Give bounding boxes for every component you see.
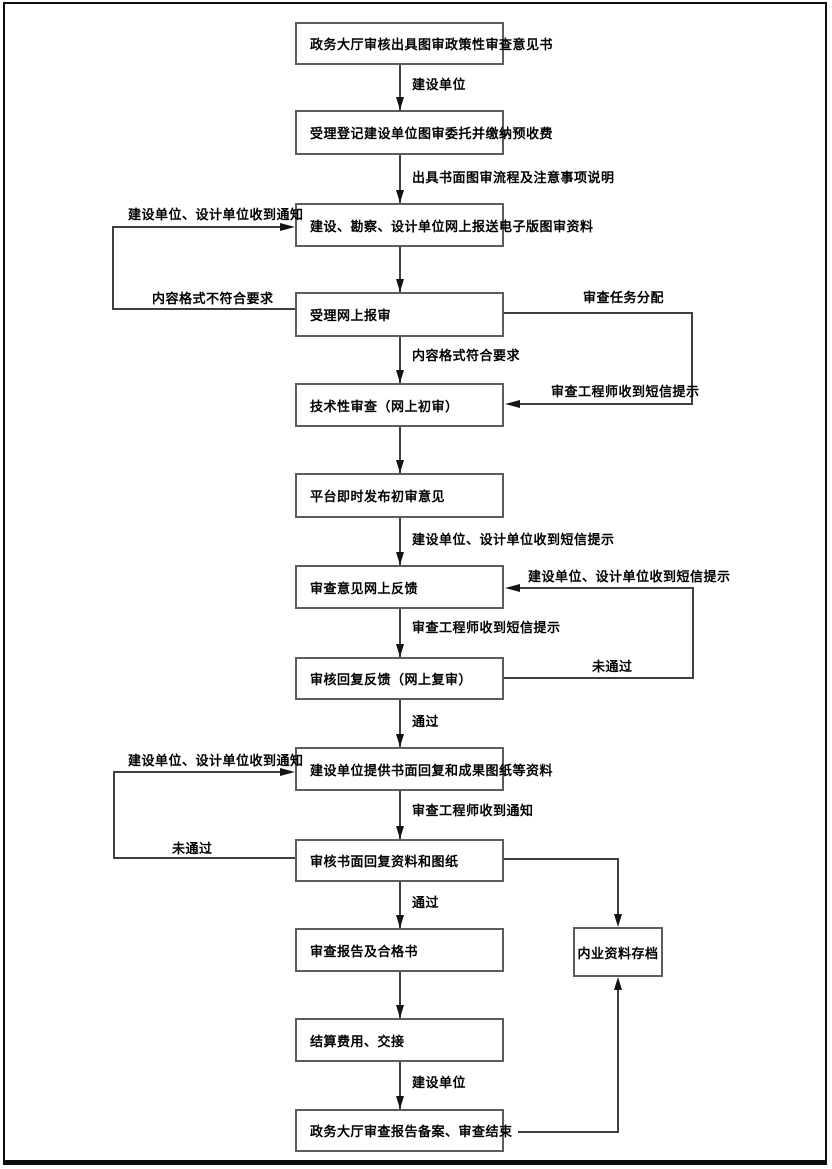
node-opinion-feedback: 审查意见网上反馈 [295,565,504,609]
edge-label-units-notified: 建设单位、设计单位收到通知 [128,208,304,223]
connector-line [518,1131,619,1133]
arrowhead-down [396,915,404,928]
edge-label-format-not-ok: 内容格式不符合要求 [152,292,274,307]
connector-line [399,972,401,1018]
arrowhead-left [505,400,520,408]
connector-line [113,857,295,859]
connector-line [113,771,282,773]
arrowhead-down [614,914,622,927]
arrowhead-down [396,1005,404,1018]
arrowhead-down [396,190,404,203]
arrowhead-right [280,223,295,231]
connector-line [519,587,694,589]
node-label: 政务大厅审查报告备案、审查结束 [310,1125,513,1140]
node-label: 审查报告及合格书 [310,944,419,960]
connector-line [399,427,401,473]
arrowhead-down [396,552,404,565]
node-label: 审查意见网上反馈 [310,581,419,597]
node-label: 结算费用、交接 [310,1034,405,1050]
connector-line [112,226,114,310]
edge-label-pass: 通过 [412,896,440,911]
connector-line [112,308,295,310]
connector-line [504,858,619,860]
arrowhead-down [396,734,404,747]
connector-line [399,791,401,839]
node-label: 审核回复反馈（网上复审） [310,673,473,688]
node-accept-online-review: 受理网上报审 [295,292,504,337]
edge-label-written-process-note: 出具书面图审流程及注意事项说明 [412,171,615,186]
arrowhead-up [614,977,622,990]
node-label: 受理登记建设单位图审委托并缴纳预收费 [310,127,554,142]
connector-line [399,65,401,110]
edge-label-engineer-sms-notice: 审查工程师收到短信提示 [412,621,561,636]
connector-line [112,226,282,228]
connector-line [399,882,401,928]
arrowhead-down [396,1096,404,1109]
node-report-filing-end: 政务大厅审查报告备案、审查结束 [295,1109,512,1152]
connector-line [617,989,619,1133]
edge-label-units-sms-notice: 建设单位、设计单位收到短信提示 [528,570,731,585]
arrowhead-down [396,370,404,383]
edge-label-task-assignment: 审查任务分配 [583,291,665,306]
connector-line [504,312,693,314]
node-policy-opinion: 政务大厅审核出具图审政策性审查意见书 [295,22,553,65]
node-reply-recheck: 审核回复反馈（网上复审） [295,657,504,700]
node-review-report-certificate: 审查报告及合格书 [295,928,504,972]
connector-line [399,518,401,565]
arrowhead-down [396,279,404,292]
arrowhead-down [396,644,404,657]
node-settle-fees-handover: 结算费用、交接 [295,1018,504,1062]
edge-label-units-sms-notice: 建设单位、设计单位收到短信提示 [412,533,615,548]
connector-line [692,587,694,679]
edge-label-engineer-sms-notice: 审查工程师收到短信提示 [551,385,700,400]
edge-label-not-pass: 未通过 [592,660,633,675]
edge-label-construction-unit: 建设单位 [412,1076,467,1091]
connector-line [399,1062,401,1109]
edge-label-format-ok: 内容格式符合要求 [412,349,521,364]
node-verify-written-reply: 审核书面回复资料和图纸 [295,839,504,882]
node-label: 技术性审查（网上初审） [310,399,459,415]
edge-label-units-notified: 建设单位、设计单位收到通知 [128,754,304,769]
node-register-commission: 受理登记建设单位图审委托并缴纳预收费 [295,110,553,155]
edge-label-construction-unit: 建设单位 [412,78,467,93]
node-publish-initial-opinion: 平台即时发布初审意见 [295,473,504,518]
connector-line [113,771,115,859]
node-provide-written-reply: 建设单位提供书面回复和成果图纸等资料 [295,747,553,791]
node-label: 政务大厅审核出具图审政策性审查意见书 [310,38,554,53]
arrowhead-down [396,460,404,473]
connector-line [504,677,694,679]
connector-line [399,337,401,383]
edge-label-not-pass: 未通过 [172,842,213,857]
node-label: 审核书面回复资料和图纸 [310,855,459,870]
arrowhead-left [505,584,520,592]
edge-label-engineer-notice: 审查工程师收到通知 [412,804,534,819]
node-label: 平台即时发布初审意见 [310,490,446,505]
node-label: 受理网上报审 [310,309,392,324]
node-label: 内业资料存档 [577,946,659,962]
node-archive: 内业资料存档 [573,927,663,977]
node-label: 建设、勘察、设计单位网上报送电子版图审资料 [310,219,594,235]
connector-line [399,609,401,657]
node-technical-review: 技术性审查（网上初审） [295,383,504,427]
connector-line [399,155,401,203]
arrowhead-right [280,768,295,776]
connector-line [399,247,401,292]
arrowhead-down [396,826,404,839]
node-label: 建设单位提供书面回复和成果图纸等资料 [310,763,554,779]
node-online-submit: 建设、勘察、设计单位网上报送电子版图审资料 [295,203,593,247]
connector-line [691,312,693,405]
connector-line [399,700,401,747]
arrowhead-down [396,97,404,110]
connector-line [617,858,619,915]
connector-line [519,403,693,405]
edge-label-pass: 通过 [412,715,440,730]
